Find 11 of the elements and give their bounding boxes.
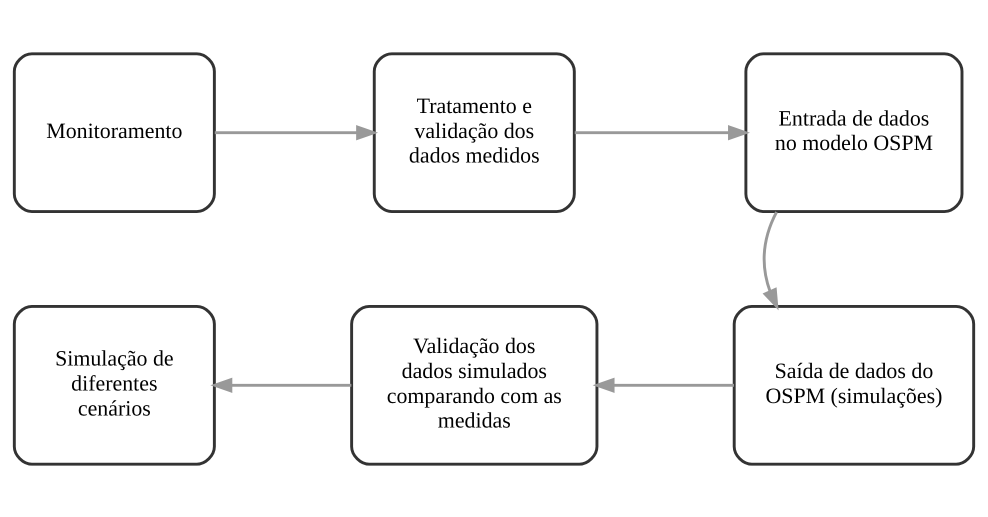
node-box: Monitoramento [12, 52, 216, 212]
arrow [574, 124, 750, 140]
node-box: Saída de dados do OSPM (simulações) [732, 304, 976, 466]
node-box: Entrada de dados no modelo OSPM [744, 52, 964, 212]
node-box: Simulação de diferentes cenários [12, 304, 216, 466]
arrow [214, 124, 378, 140]
arrow [210, 377, 352, 392]
arrow [762, 210, 779, 310]
node-box: Validação dos dados simulados comparando com as medidas [350, 304, 598, 466]
arrow [592, 377, 734, 392]
node-box: Tratamento e validação dos dados medidos [372, 52, 576, 212]
